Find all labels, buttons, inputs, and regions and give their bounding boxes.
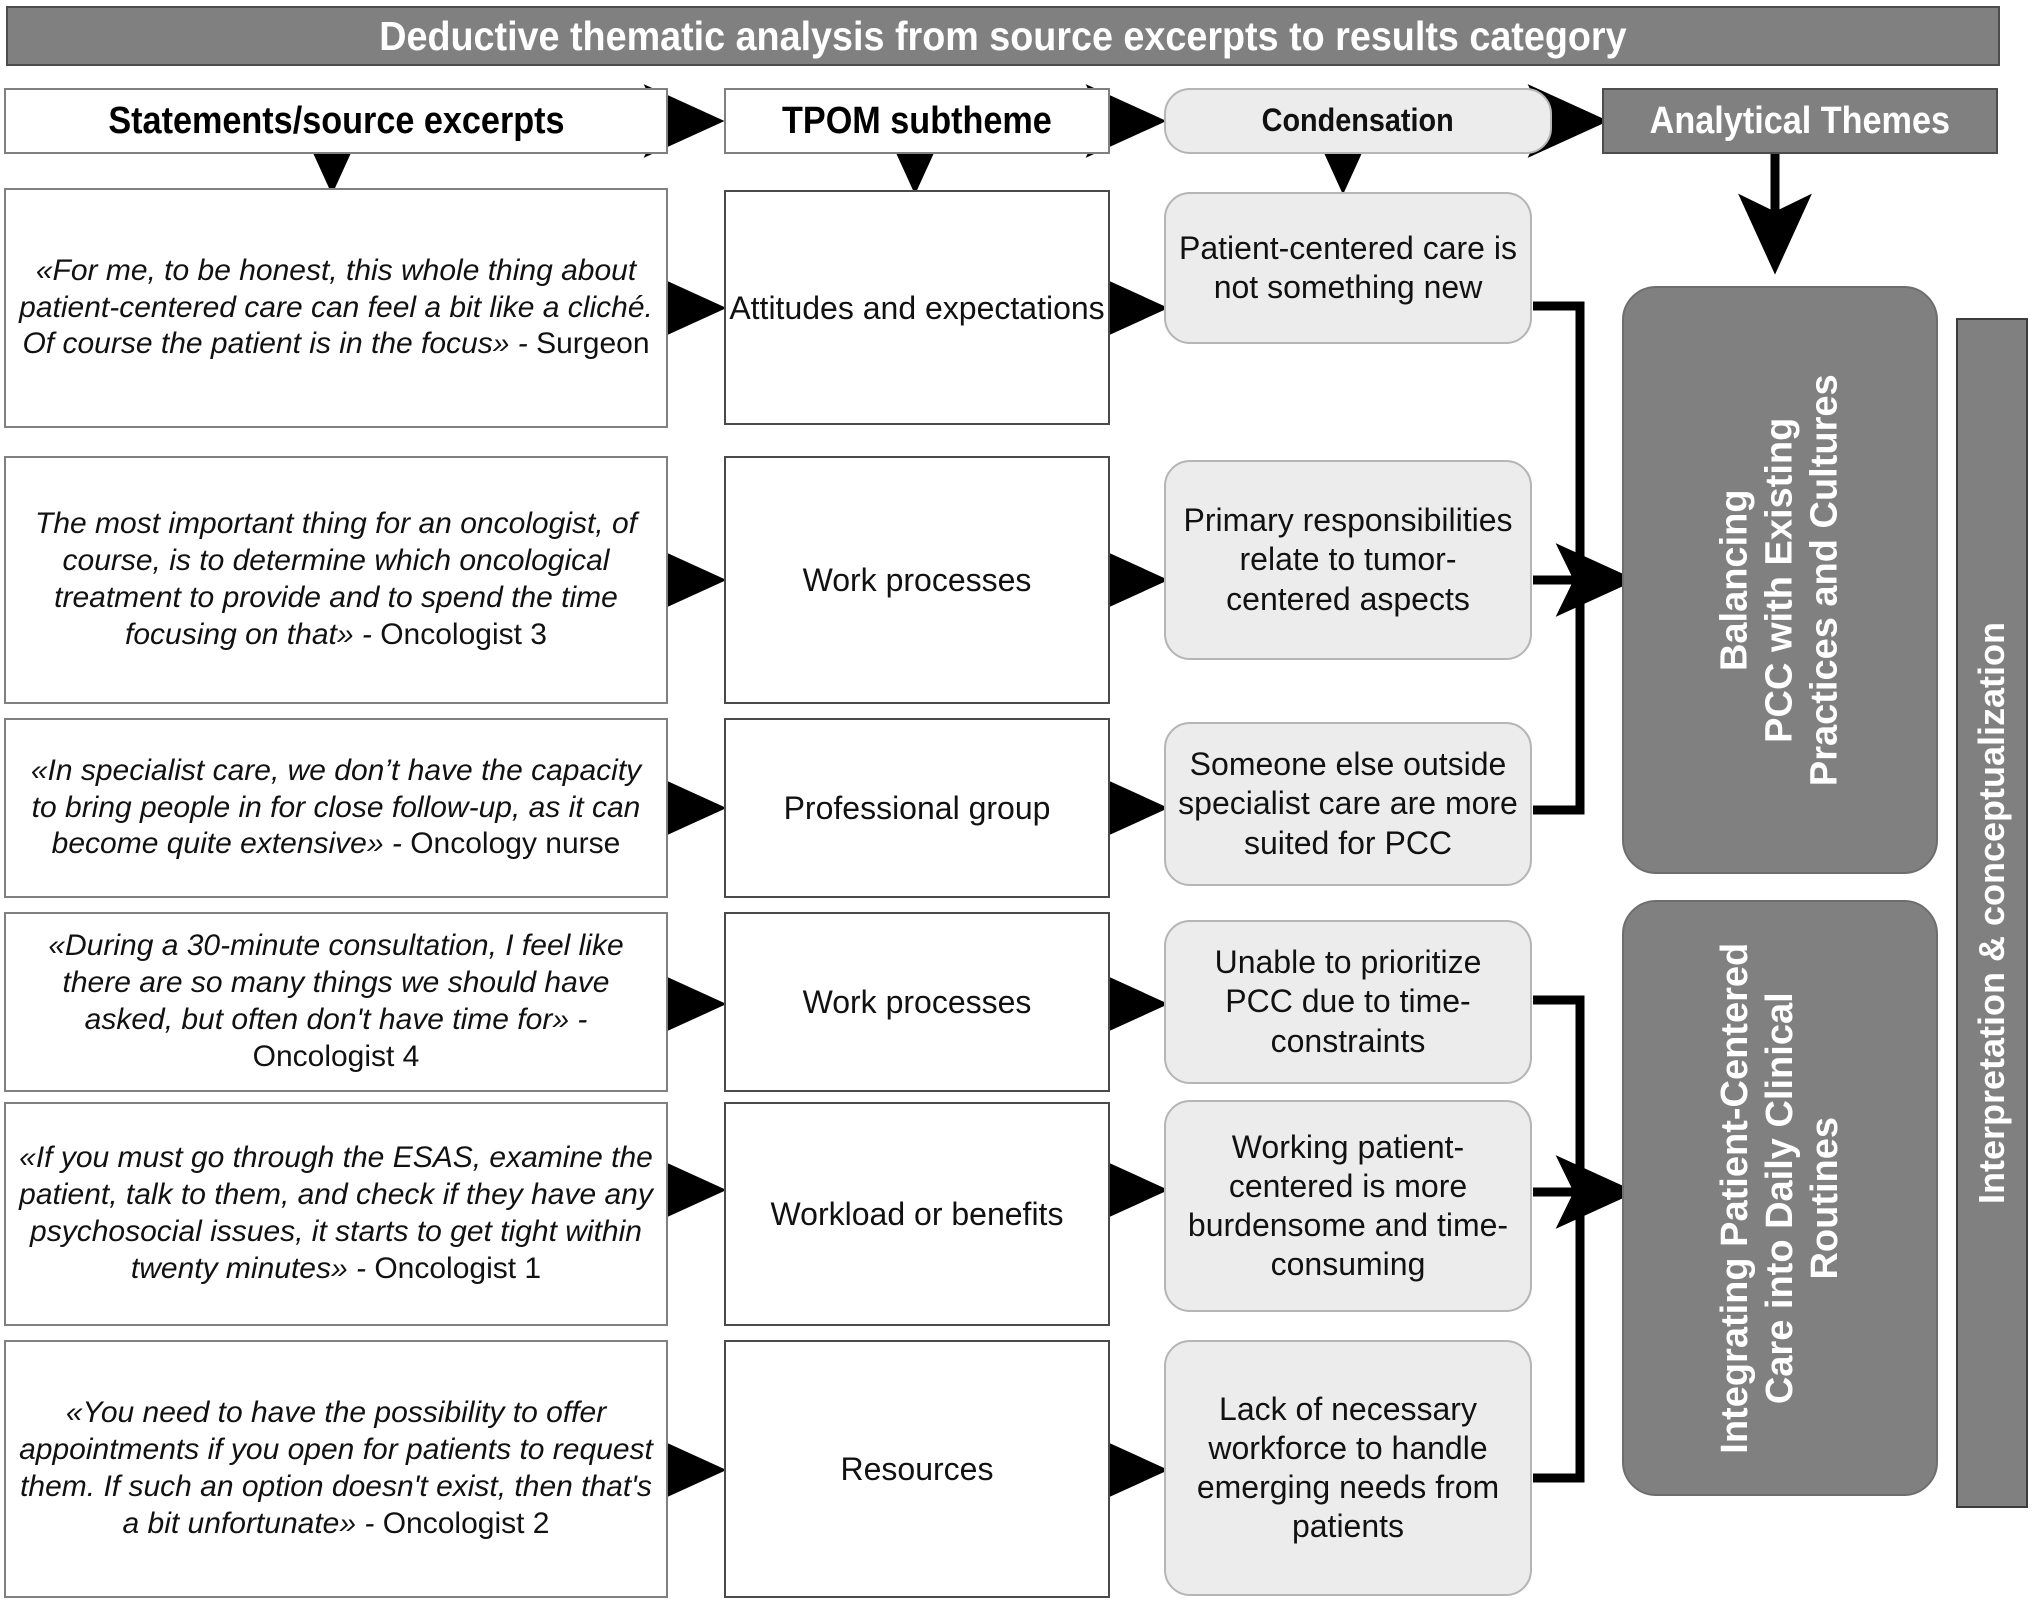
theme-integrating-line-1: Integrating Patient-Centered xyxy=(1713,942,1756,1454)
condensation-box-6: Lack of necessary workforce to handle em… xyxy=(1164,1340,1532,1596)
excerpt-box-4: «During a 30-minute consultation, I feel… xyxy=(4,912,668,1092)
subtheme-label-6: Resources xyxy=(840,1451,994,1487)
excerpt-box-2: The most important thing for an oncologi… xyxy=(4,456,668,704)
condensation-box-3: Someone else outside specialist care are… xyxy=(1164,722,1532,886)
theme-balancing-line-1: Balancing xyxy=(1713,489,1756,671)
theme-balancing-text: Balancing PCC with Existing Practices an… xyxy=(1713,374,1847,786)
column-header-condensation: Condensation xyxy=(1164,88,1552,154)
excerpt-quote-5: «If you must go through the ESAS, examin… xyxy=(19,1141,653,1285)
subtheme-label-2: Work processes xyxy=(802,562,1032,598)
condensation-label-2: Primary responsibilities relate to tumor… xyxy=(1183,502,1513,617)
subtheme-label-4: Work processes xyxy=(802,984,1032,1020)
subtheme-label-5: Workload or benefits xyxy=(770,1196,1064,1232)
excerpt-box-3: «In specialist care, we don’t have the c… xyxy=(4,718,668,898)
interpretation-sidebar: Interpretation & conceptualization xyxy=(1956,318,2028,1508)
condensation-label-1: Patient-centered care is not something n… xyxy=(1179,229,1517,305)
column-header-themes-label: Analytical Themes xyxy=(1649,99,1951,142)
excerpt-source-6: Oncologist 2 xyxy=(382,1506,550,1540)
excerpt-source-4: Oncologist 4 xyxy=(252,1039,420,1073)
excerpt-quote-4: «During a 30-minute consultation, I feel… xyxy=(48,929,624,1036)
theme-integrating-text: Integrating Patient-Centered Care into D… xyxy=(1713,943,1847,1454)
condensation-box-2: Primary responsibilities relate to tumor… xyxy=(1164,460,1532,660)
theme-box-integrating: Integrating Patient-Centered Care into D… xyxy=(1622,900,1938,1496)
theme-balancing-line-2: PCC with Existing xyxy=(1758,417,1801,743)
subtheme-box-1: Attitudes and expectations xyxy=(724,190,1110,425)
bracket-theme-1 xyxy=(1533,301,1585,815)
excerpt-quote-3: «In specialist care, we don’t have the c… xyxy=(30,753,642,861)
subtheme-box-2: Work processes xyxy=(724,456,1110,704)
subtheme-box-6: Resources xyxy=(724,1340,1110,1598)
subtheme-box-4: Work processes xyxy=(724,912,1110,1092)
excerpt-box-6: «You need to have the possibility to off… xyxy=(4,1340,668,1598)
excerpt-source-3: Oncology nurse xyxy=(410,827,621,861)
column-header-condensation-label: Condensation xyxy=(1261,102,1454,139)
column-header-excerpts: Statements/source excerpts xyxy=(4,88,668,154)
subtheme-label-3: Professional group xyxy=(783,790,1051,826)
condensation-label-5: Working patient-centered is more burdens… xyxy=(1187,1128,1509,1283)
condensation-label-3: Someone else outside specialist care are… xyxy=(1178,746,1518,861)
excerpt-box-1: «For me, to be honest, this whole thing … xyxy=(4,188,668,428)
bracket-theme-2 xyxy=(1533,995,1585,1483)
excerpt-quote-2: The most important thing for an oncologi… xyxy=(35,507,637,651)
subtheme-box-5: Workload or benefits xyxy=(724,1102,1110,1326)
theme-box-balancing: Balancing PCC with Existing Practices an… xyxy=(1622,286,1938,874)
condensation-box-1: Patient-centered care is not something n… xyxy=(1164,192,1532,344)
excerpt-source-2: Oncologist 3 xyxy=(380,617,547,651)
excerpt-quote-6: «You need to have the possibility to off… xyxy=(19,1396,653,1540)
column-header-subtheme-label: TPOM subtheme xyxy=(782,99,1052,142)
excerpt-box-5: «If you must go through the ESAS, examin… xyxy=(4,1102,668,1326)
column-header-excerpts-label: Statements/source excerpts xyxy=(107,99,565,142)
column-header-themes: Analytical Themes xyxy=(1602,88,1998,154)
theme-integrating-line-2: Care into Daily Clinical xyxy=(1758,992,1801,1404)
condensation-label-6: Lack of necessary workforce to handle em… xyxy=(1196,1390,1500,1545)
figure-title-text: Deductive thematic analysis from source … xyxy=(379,12,1627,59)
interpretation-sidebar-label: Interpretation & conceptualization xyxy=(1971,621,2013,1205)
theme-integrating-line-3: Routines xyxy=(1803,1116,1846,1280)
theme-balancing-line-3: Practices and Cultures xyxy=(1803,374,1846,786)
condensation-label-4: Unable to prioritize PCC due to time-con… xyxy=(1214,944,1482,1059)
subtheme-label-1: Attitudes and expectations xyxy=(729,289,1105,326)
condensation-box-5: Working patient-centered is more burdens… xyxy=(1164,1100,1532,1312)
condensation-box-4: Unable to prioritize PCC due to time-con… xyxy=(1164,920,1532,1084)
figure-title: Deductive thematic analysis from source … xyxy=(6,6,2000,66)
excerpt-source-5: Oncologist 1 xyxy=(374,1251,542,1285)
excerpt-source-1: Surgeon xyxy=(536,327,650,361)
column-header-subtheme: TPOM subtheme xyxy=(724,88,1110,154)
subtheme-box-3: Professional group xyxy=(724,718,1110,898)
excerpt-quote-1: «For me, to be honest, this whole thing … xyxy=(19,253,653,361)
